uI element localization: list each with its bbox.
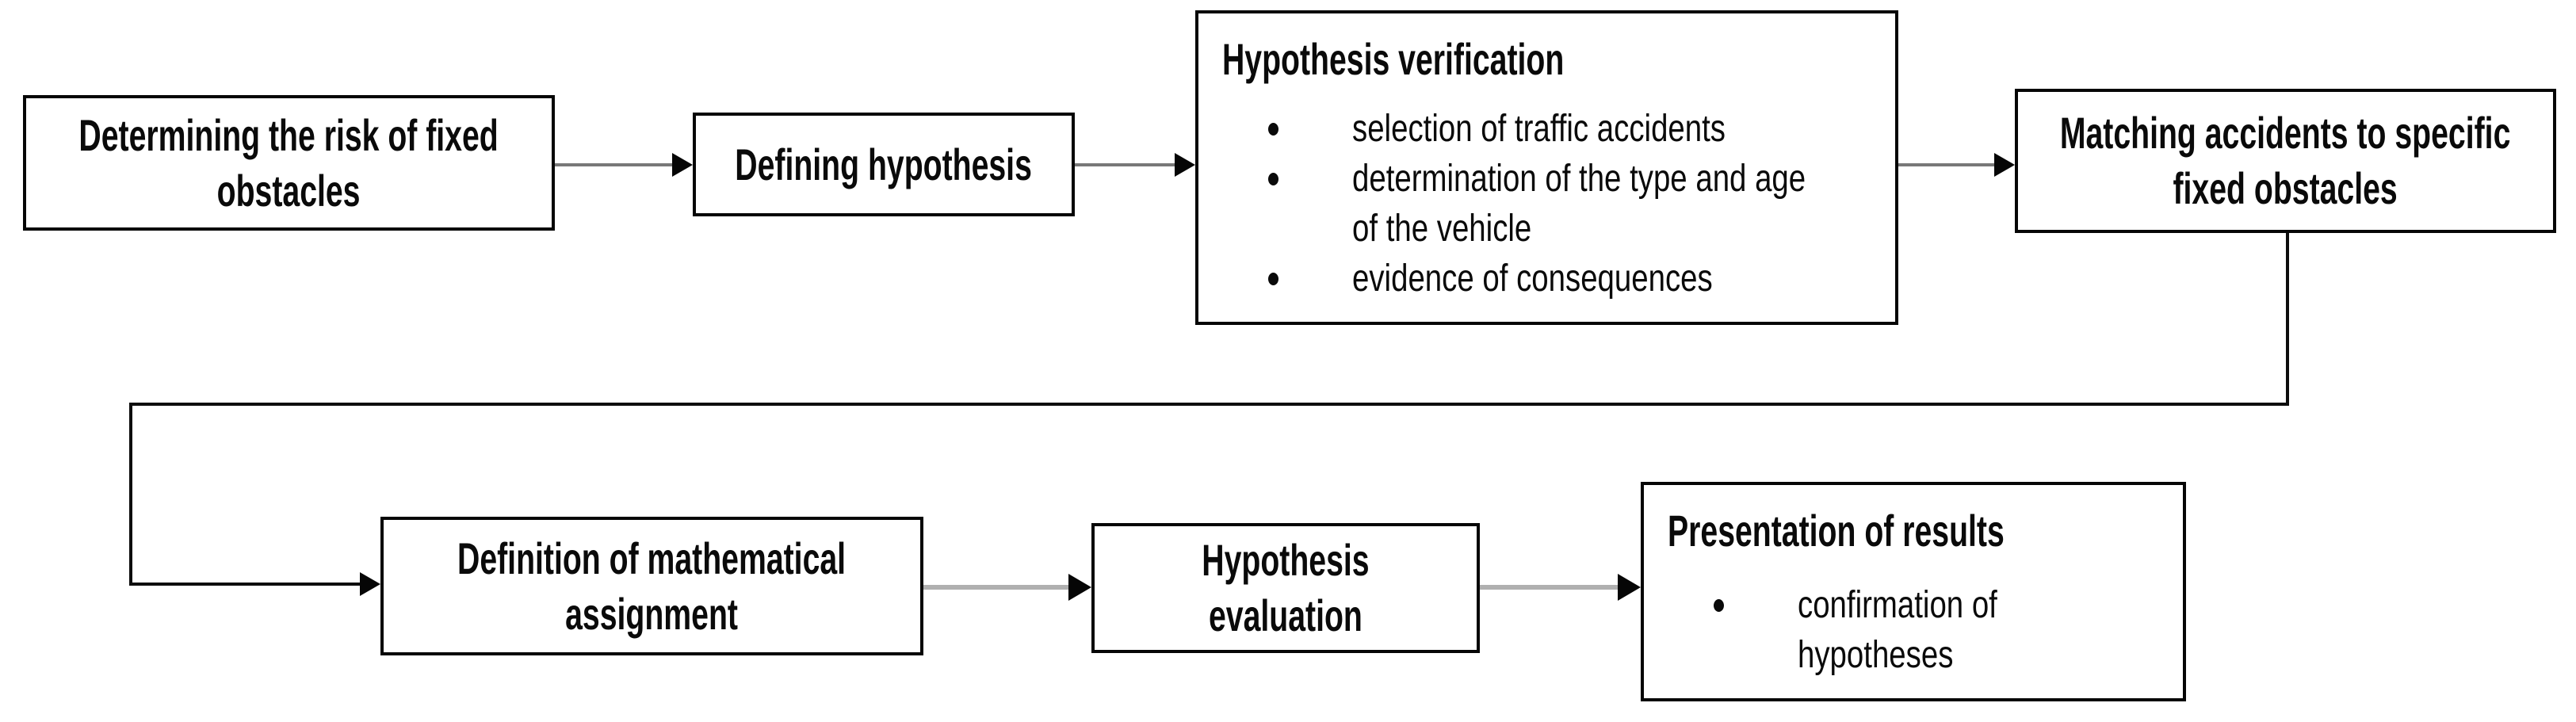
bullet-dot-icon	[1714, 599, 1724, 612]
node-title: Presentation of results	[1668, 506, 2005, 556]
node-label: Definition of mathematical assignment	[457, 533, 847, 639]
list-item: determination of the type and age of the…	[1222, 154, 1871, 254]
node-defining-hypothesis: Defining hypothesis	[693, 113, 1075, 216]
arrow-head-box6-box7	[1618, 574, 1641, 601]
node-determining-risk: Determining the risk of fixed obstacles	[23, 95, 555, 231]
bullet-list: selection of traffic accidents determina…	[1222, 104, 1871, 304]
connector-horizontal-mid	[129, 403, 2289, 406]
node-presentation-results: Presentation of results confirmation of …	[1641, 482, 2186, 701]
node-label: Hypothesis evaluation	[1202, 535, 1370, 640]
arrow-head-box3-box4	[1994, 153, 2015, 177]
arrow-line-box5-box6	[923, 585, 1071, 590]
connector-vertical-left	[129, 403, 132, 586]
bullet-item-label: confirmation of hypotheses	[1798, 584, 1997, 676]
connector-vertical-from-box4	[2286, 233, 2289, 405]
list-item: selection of traffic accidents	[1222, 104, 1871, 154]
node-title: Hypothesis verification	[1222, 34, 1565, 84]
node-label: Defining hypothesis	[735, 139, 1033, 189]
connector-horizontal-into-box5	[129, 583, 361, 586]
node-hypothesis-evaluation: Hypothesis evaluation	[1091, 523, 1480, 653]
arrow-head-box2-box3	[1175, 153, 1195, 177]
list-item: evidence of consequences	[1222, 254, 1871, 304]
arrow-head-box5-box6	[1068, 574, 1091, 601]
bullet-item-label: evidence of consequences	[1352, 258, 1713, 300]
node-label: Determining the risk of fixed obstacles	[78, 109, 499, 216]
arrow-head-connector-box5	[360, 572, 380, 596]
node-label: Matching accidents to specific fixed obs…	[2060, 108, 2511, 213]
bullet-item-label: selection of traffic accidents	[1352, 108, 1726, 150]
node-hypothesis-verification: Hypothesis verification selection of tra…	[1195, 10, 1898, 325]
bullet-item-label: determination of the type and age of the…	[1352, 158, 1806, 250]
list-item: confirmation of hypotheses	[1668, 580, 2159, 680]
bullet-list: confirmation of hypotheses	[1668, 580, 2159, 680]
arrow-head-box1-box2	[672, 153, 693, 177]
arrow-line-box6-box7	[1480, 585, 1619, 590]
bullet-dot-icon	[1268, 273, 1278, 285]
arrow-line-box2-box3	[1075, 163, 1176, 166]
node-definition-mathematical: Definition of mathematical assignment	[380, 517, 923, 655]
arrow-line-box1-box2	[555, 163, 677, 166]
bullet-dot-icon	[1268, 123, 1278, 136]
arrow-line-box3-box4	[1898, 163, 1996, 166]
node-matching-accidents: Matching accidents to specific fixed obs…	[2015, 89, 2556, 233]
bullet-dot-icon	[1268, 173, 1278, 185]
